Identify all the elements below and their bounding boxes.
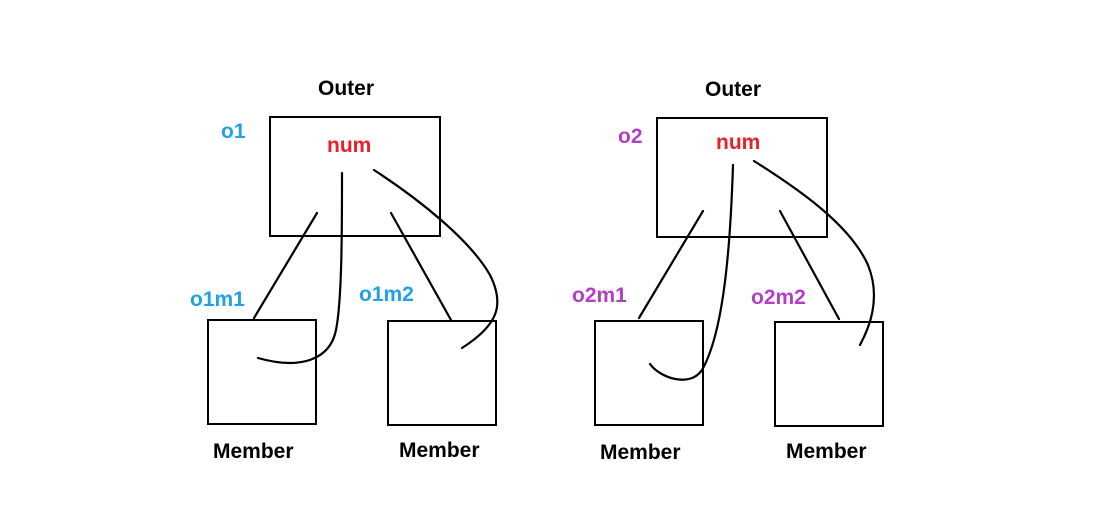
left-m1-to-outer-line: [252, 211, 319, 320]
left-member2-box: [387, 320, 497, 426]
right-group: Outer o2 num o2m1 o2m2 Member Member: [572, 78, 884, 464]
right-m1-to-outer-line: [637, 209, 705, 320]
right-member1-title: Member: [600, 441, 681, 464]
left-member2-title: Member: [399, 439, 480, 462]
right-m2-to-outer-line: [778, 209, 841, 321]
right-m1-num-access-curve: [648, 163, 735, 381]
left-outer-title: Outer: [318, 77, 374, 100]
left-member1-title: Member: [213, 440, 294, 463]
right-member2-ref: o2m2: [751, 286, 806, 309]
right-outer-title: Outer: [705, 78, 761, 101]
right-outer-ref: o2: [618, 125, 643, 148]
right-member1-ref: o2m1: [572, 284, 627, 307]
left-m2-num-access-curve: [372, 168, 499, 350]
left-group: Outer o1 num o1m1 o1m2 Member Member: [190, 77, 499, 463]
right-member2-box: [774, 321, 884, 427]
right-member2-title: Member: [786, 440, 867, 463]
left-member1-box: [207, 319, 317, 425]
left-num-field: num: [327, 134, 371, 157]
left-member2-ref: o1m2: [359, 283, 414, 306]
left-outer-box: [269, 116, 441, 237]
right-num-field: num: [716, 131, 760, 154]
left-m2-to-outer-line: [389, 211, 453, 322]
left-outer-ref: o1: [221, 120, 246, 143]
left-member1-ref: o1m1: [190, 288, 245, 311]
right-m2-num-access-curve: [752, 159, 876, 347]
right-member1-box: [594, 320, 704, 426]
left-m1-num-access-curve: [256, 171, 344, 365]
right-outer-box: [656, 117, 828, 238]
